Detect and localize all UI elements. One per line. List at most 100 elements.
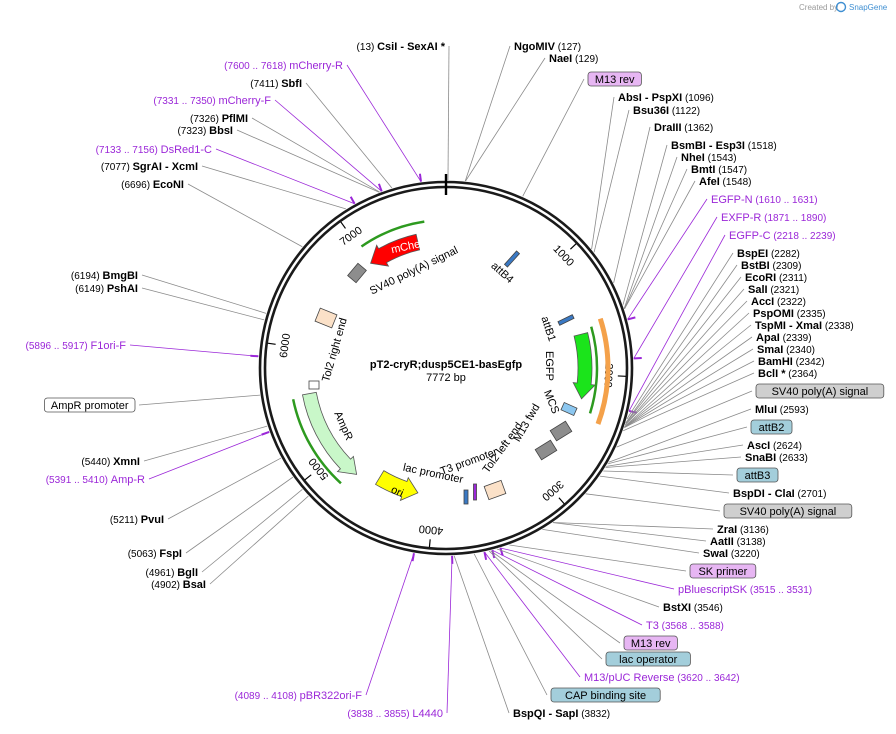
site-label: (5896 .. 5917) F1ori-F [26,340,127,352]
site-position: (2624) [770,441,802,452]
leader-line [490,550,621,644]
site-position: (1548) [720,177,752,188]
site-label: BstBI (2309) [741,260,801,272]
site-bbsi: (7323) BbsI [177,125,233,137]
site-separator: - [765,488,775,500]
site-aatii: AatII (3138) [710,536,766,548]
leader-line [167,457,282,520]
leader-line [464,45,511,182]
site-egfp-c: EGFP-C (2218 .. 2239) [729,230,836,242]
leader-line [607,426,748,465]
attb4-box [503,250,521,268]
label-box [550,687,661,703]
tick-mark [304,474,312,481]
leader-line [509,544,687,572]
leader-line [624,348,754,428]
leader-line [623,156,678,309]
site-naei: NaeI (129) [549,53,598,65]
site-position: (7411) [250,79,281,90]
site-name: AatII [710,536,734,548]
site-name: EGFP-C [729,230,771,242]
site-position: (2701) [795,489,827,500]
site-acci: AccI (2322) [751,296,806,308]
primer-mark [627,316,636,321]
site-label: PspOMI (2335) [753,308,826,320]
site-separator: - [162,161,172,173]
site-name: Amp-R [111,474,145,486]
site-econi: (6696) EcoNI [121,179,184,191]
site-name: NaeI [549,53,572,65]
site-position: (127) [555,42,581,53]
site-dsred1-c: (7133 .. 7156) DsRed1-C [96,144,212,156]
site-position: (1096) [682,93,714,104]
tick-label: 4000 [418,522,443,536]
site-separator: - [545,708,555,720]
leader-line [141,287,265,321]
leader-line [274,99,382,192]
leader-line [447,45,450,181]
site-name-2: SexAI [407,41,438,53]
site-label: DraIII (1362) [654,122,713,134]
primer-mark [411,553,415,562]
site-name: pBR322ori-F [300,690,363,702]
site-label: BstXI (3546) [663,602,723,614]
feature-label-attb4: attB4 [489,260,516,286]
site-cap-binding-site: CAP binding site [550,687,661,703]
site-pshai: (6149) PshAI [75,283,138,295]
primer-mark [261,430,270,436]
leader-line [623,372,755,432]
site-bsmbi: BsmBI - Esp3I (1518) [671,140,777,152]
site-name: BsaI [183,579,206,591]
site-name: SmaI [757,344,783,356]
site-position: (2282) [768,249,800,260]
site-lac-operator: lac operator [605,651,691,667]
site-label: BmtI (1547) [691,164,747,176]
feature-egfp [572,332,596,400]
site-sbfi: (7411) SbfI [250,78,302,90]
leader-line [626,252,734,420]
leader-line [488,550,603,660]
site-position: (5063) [128,549,160,560]
leader-line [624,324,752,428]
site-name: AccI [751,296,774,308]
site-name: BglI [177,567,198,579]
site-name: EcoRI [745,272,776,284]
site-position: (7077) [101,162,133,173]
leader-line [484,551,581,678]
site-label: M13/pUC Reverse (3620 .. 3642) [584,672,740,684]
site-bamhi: BamHI (2342) [758,356,825,368]
green-orf-line [588,326,599,414]
site-label: BsmBI - Esp3I (1518) [671,140,777,152]
site-ecori: EcoRI (2311) [745,272,807,284]
site-position: (7323) [177,126,209,137]
site-zrai: ZraI (3136) [717,524,769,536]
site-name: M13/pUC Reverse [584,672,674,684]
site-name: T3 [646,620,659,632]
site-position: (5896 .. 5917) [26,341,91,352]
site-name: L4440 [412,708,443,720]
site-name: BspDI [733,488,765,500]
site-name: MluI [755,404,777,416]
site-name-2: Esp3I [716,140,745,152]
label-box [689,563,757,579]
site-label: pBluescriptSK (3515 .. 3531) [678,584,812,596]
site-sali: SalI (2321) [748,284,799,296]
site-position: (2338) [822,321,854,332]
site-label: EGFP-N (1610 .. 1631) [711,194,818,206]
site-name: XmnI [113,456,140,468]
site-m13-puc-reverse: M13/pUC Reverse (3620 .. 3642) [584,672,740,684]
site-label: (7600 .. 7618) mCherry-R [224,60,343,72]
site-position: (3838 .. 3855) [347,709,412,720]
leader-line [305,82,393,189]
site-position: (1610 .. 1631) [753,195,818,206]
leader-line [143,425,268,462]
site-name: SbfI [281,78,302,90]
site-position: (5440) [81,457,113,468]
site-name: SnaBI [745,452,776,464]
leader-line [201,165,346,210]
site-name: AfeI [699,176,720,188]
site-name: BspEI [737,248,768,260]
site-position: (13) [357,42,378,53]
feature-mcherry [370,233,421,267]
